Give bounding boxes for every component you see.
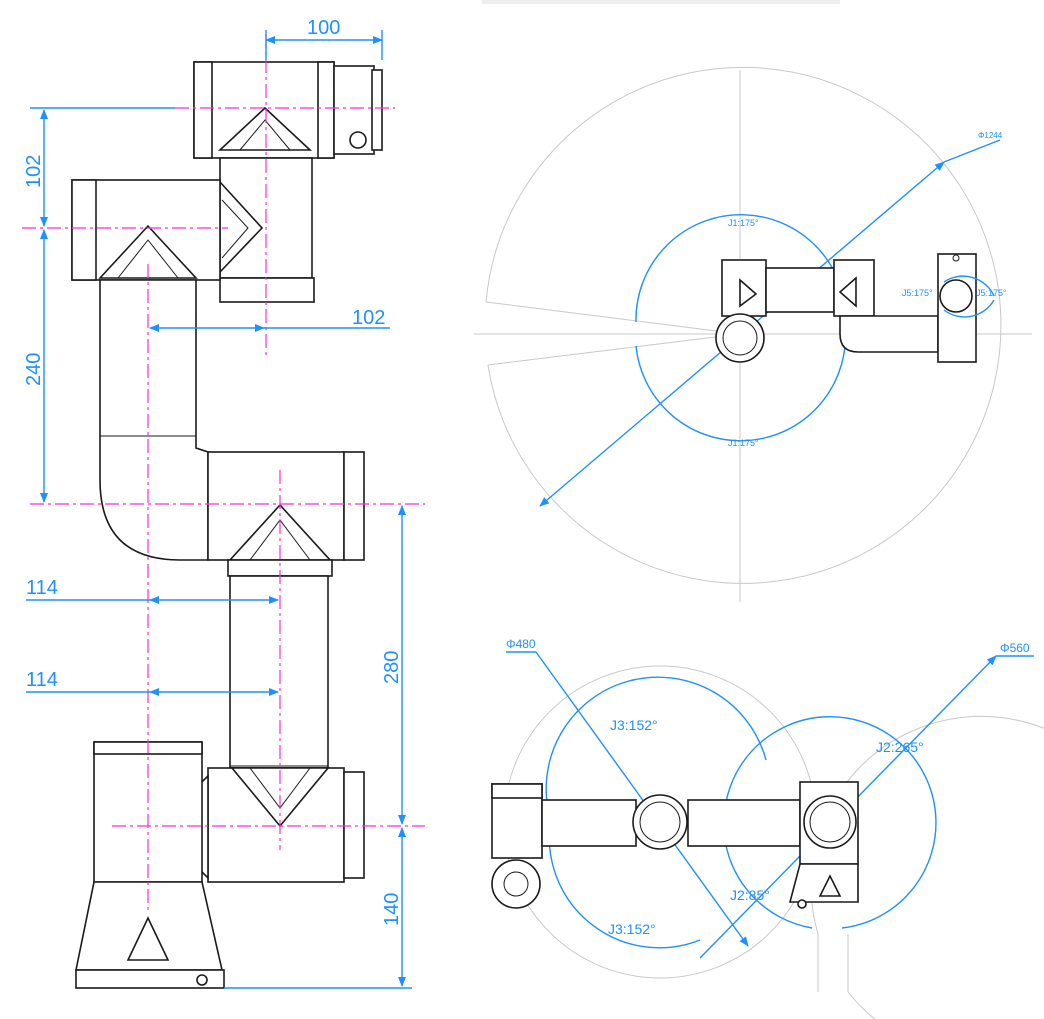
reach-envelope — [485, 66, 1002, 584]
label-diameter-560: Φ560 — [1000, 641, 1030, 655]
base-module — [75, 741, 225, 989]
label-j5-left: J5:175° — [902, 288, 933, 298]
label-j5-right: J5:175° — [976, 288, 1007, 298]
elbow-module — [207, 451, 365, 577]
dim-wrist-offset: 102 — [352, 307, 385, 329]
label-j3-lower: J3:152° — [608, 921, 656, 937]
robot-top-view — [715, 253, 977, 363]
label-j1-upper: J1:175° — [728, 218, 759, 228]
label-diameter-480: Φ480 — [506, 637, 536, 651]
wrist-2-module — [219, 157, 315, 303]
lower-arm — [229, 575, 329, 769]
wrist-1-module — [71, 179, 221, 281]
dim-top-offset: 100 — [307, 17, 340, 39]
side-view: 100 102 240 102 114 114 280 140 — [22, 17, 425, 989]
dim-forearm-offset-2: 114 — [26, 669, 58, 691]
label-reach-diameter: Φ1244 — [978, 131, 1003, 140]
front-view: J3:152° J3:152° J2:265° J2:85° Φ480 Φ560 — [491, 637, 1044, 1019]
dim-lower-arm: 280 — [381, 651, 403, 684]
upper-arm — [99, 279, 209, 561]
robot-front-view — [491, 781, 859, 909]
label-j3-upper: J3:152° — [610, 717, 658, 733]
wrist-3-module — [193, 61, 383, 159]
label-j2-upper: J2:265° — [876, 739, 924, 755]
dim-wrist-height: 102 — [23, 155, 45, 188]
dim-forearm-offset-1: 114 — [26, 577, 58, 599]
top-view: J1:175° J1:175° Φ1244 J5:175° J5:175° — [474, 0, 1032, 602]
dim-upper-arm: 240 — [23, 353, 45, 386]
label-j1-lower: J1:175° — [728, 438, 759, 448]
label-j2-lower: J2:85° — [730, 887, 770, 903]
dim-base-height: 140 — [381, 893, 403, 926]
